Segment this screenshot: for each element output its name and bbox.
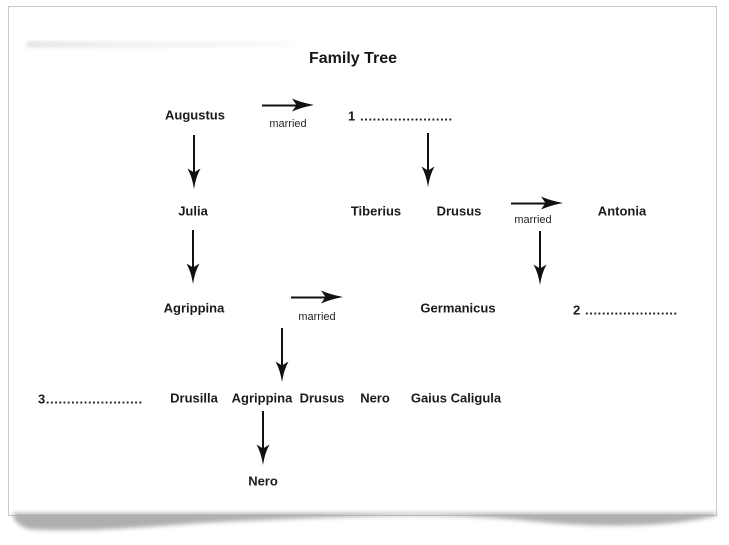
married-label-drusus-antonia: married bbox=[514, 214, 552, 226]
node-blank-1: 1 ...................... bbox=[348, 108, 453, 124]
node-nero-child: Nero bbox=[248, 473, 278, 489]
node-agrippina-elder: Agrippina bbox=[163, 300, 225, 316]
node-blank-2: 2 ...................... bbox=[573, 302, 678, 318]
node-drusus-younger: Drusus bbox=[299, 390, 345, 406]
node-nero-sibling: Nero bbox=[360, 390, 390, 406]
node-germanicus: Germanicus bbox=[420, 300, 496, 316]
node-agrippina-younger: Agrippina bbox=[231, 390, 293, 406]
node-gaius-caligula: Gaius Caligula bbox=[410, 390, 502, 406]
descent-arrow-agrippina-younger-nero-icon bbox=[256, 411, 270, 465]
node-blank-3: 3....................... bbox=[38, 391, 143, 407]
marriage-arrow-augustus-icon bbox=[262, 98, 314, 112]
descent-arrow-wife1-children-icon bbox=[421, 133, 435, 187]
paper-sheet bbox=[8, 6, 717, 516]
descent-arrow-antonia-children-icon bbox=[533, 231, 547, 285]
descent-arrow-augustus-julia-icon bbox=[187, 135, 201, 189]
descent-arrow-julia-agrippina-icon bbox=[186, 230, 200, 284]
married-label-augustus: married bbox=[269, 118, 307, 130]
node-augustus: Augustus bbox=[165, 107, 225, 123]
descent-arrow-agrippina-children-icon bbox=[275, 328, 289, 382]
marriage-arrow-agrippina-germanicus-icon bbox=[291, 290, 343, 304]
page-curl-shadow bbox=[13, 513, 716, 531]
node-tiberius: Tiberius bbox=[350, 203, 402, 219]
node-antonia: Antonia bbox=[597, 203, 647, 219]
married-label-agrippina-germanicus: married bbox=[298, 311, 336, 323]
node-drusilla: Drusilla bbox=[170, 390, 218, 406]
page-title: Family Tree bbox=[308, 50, 398, 67]
scan-smudge-artifact bbox=[26, 41, 290, 48]
marriage-arrow-drusus-antonia-icon bbox=[511, 196, 563, 210]
node-drusus-elder: Drusus bbox=[436, 203, 482, 219]
node-julia: Julia bbox=[178, 203, 208, 219]
